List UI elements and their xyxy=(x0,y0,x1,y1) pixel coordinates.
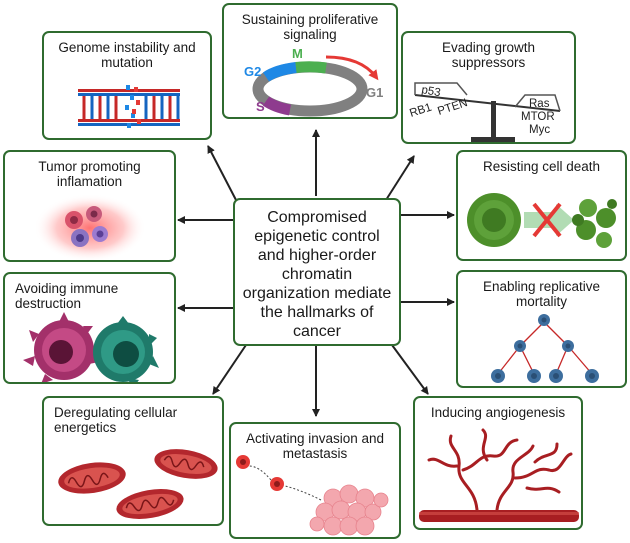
center-text: Compromised epigenetic control and highe… xyxy=(242,209,392,340)
signaling-title: Sustaining proliferative signaling xyxy=(241,12,379,42)
dna-icon xyxy=(78,85,180,128)
arrow-to-genome xyxy=(207,145,237,201)
inflammation-title: Tumor promoting inflamation xyxy=(38,159,141,189)
phase-s-label: S xyxy=(256,99,265,114)
genome-title: Genome instability and mutation xyxy=(58,40,196,70)
arrow-to-angiogenesis xyxy=(391,344,429,395)
immune-cells-icon xyxy=(23,312,159,382)
proliferative-signaling-box: Sustaining proliferative signaling M G2 … xyxy=(222,3,398,119)
invasion-metastasis-box: Activating invasion and metastasis xyxy=(229,422,401,539)
center-box: Compromised epigenetic control and highe… xyxy=(233,198,401,346)
mitochondria-icon xyxy=(58,449,218,519)
invasion-title: Activating invasion and metastasis xyxy=(245,431,385,461)
phase-m-label: M xyxy=(292,46,303,61)
angiogenesis-title: Inducing angiogenesis xyxy=(430,405,566,420)
growth-suppressors-box: Evading growth suppressors p53 RB1 PTEN … xyxy=(401,31,576,144)
immune-title: Avoiding immune destruction xyxy=(15,281,119,311)
arrow-to-suppressors xyxy=(385,155,415,201)
cell-division-tree-icon xyxy=(491,314,599,383)
immune-destruction-box: Avoiding immune destruction xyxy=(3,272,176,384)
genome-instability-box: Genome instability and mutation xyxy=(42,31,212,140)
phase-g1-label: G1 xyxy=(366,85,383,100)
inflammation-cells-icon xyxy=(34,194,146,260)
energetics-title: Deregulating cellular energetics xyxy=(54,405,178,435)
balance-scale-icon: p53 RB1 PTEN Ras MTOR Myc xyxy=(408,82,561,142)
gene-myc: Myc xyxy=(529,124,550,136)
phase-g2-label: G2 xyxy=(244,64,261,79)
angiogenesis-box: Inducing angiogenesis xyxy=(413,396,583,530)
gene-ras: Ras xyxy=(529,98,550,110)
gene-rb1: RB1 xyxy=(408,102,433,120)
gene-pten: PTEN xyxy=(436,97,469,118)
cellular-energetics-box: Deregulating cellular energetics xyxy=(42,396,224,526)
gene-p53: p53 xyxy=(420,84,441,99)
cell-death-title: Resisting cell death xyxy=(482,159,601,174)
metastasis-icon xyxy=(236,455,389,536)
replicative-mortality-box: Enabling replicative mortality xyxy=(456,270,627,388)
cell-cycle-icon: M G2 S G1 xyxy=(244,46,383,117)
gene-mtor: MTOR xyxy=(521,111,555,123)
blood-vessel-icon xyxy=(419,428,579,522)
resisting-cell-death-box: Resisting cell death xyxy=(456,150,627,261)
mortality-title: Enabling replicative mortality xyxy=(482,279,601,309)
suppressors-title: Evading growth suppressors xyxy=(441,40,536,70)
apoptosis-blocked-icon xyxy=(467,193,617,248)
arrow-to-energetics xyxy=(212,344,247,395)
inflammation-box: Tumor promoting inflamation xyxy=(3,150,176,262)
